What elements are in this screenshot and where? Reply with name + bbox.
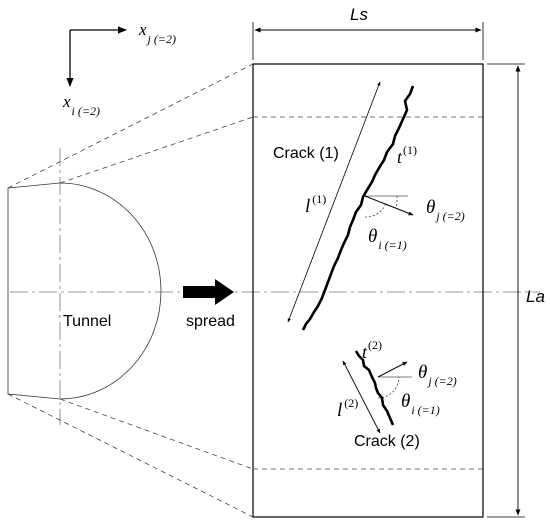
crack-2-thickness-label: t(2): [362, 338, 382, 362]
coordinate-axes: xj (=2) xi (=2): [62, 20, 176, 118]
crack-1-theta-j-label: θj (=2): [426, 197, 465, 223]
crack-2: Crack (2) l(2) t(2) θj (=2) θi (=1): [337, 338, 457, 450]
tunnel-label: Tunnel: [63, 313, 111, 330]
crack-2-angle-arc: [377, 376, 400, 399]
crack-2-label: Crack (2): [354, 433, 420, 450]
height-dimension: La: [487, 63, 545, 518]
crack-1-length-label: l(1): [305, 192, 326, 217]
crack-2-theta-i-label: θi (=1): [401, 391, 440, 417]
tunnel-section: Tunnel: [7, 148, 162, 425]
crack-1-normal-arrow: [364, 195, 414, 216]
crack-2-normal-arrow: [377, 361, 408, 378]
crack-2-theta-j-label: θj (=2): [418, 362, 457, 388]
spread-indicator: spread: [183, 279, 235, 330]
crack-2-length-label: l(2): [337, 396, 358, 421]
la-label: La: [526, 287, 545, 306]
spread-arrow: [183, 279, 234, 305]
crack-1-length-arrow: [287, 81, 381, 323]
crack-zone-boundary: [252, 63, 484, 518]
crack-2-trace: [354, 350, 395, 426]
width-dimension: Ls: [252, 5, 484, 60]
crack-1-angle-arc: [364, 202, 387, 218]
crack-1-angle-arc-2: [395, 195, 398, 208]
tunnel-outline: [7, 182, 162, 400]
crack-2-length-arrow: [342, 360, 381, 434]
x-i-axis-label: xi (=2): [62, 92, 100, 118]
projection-lines: [7, 63, 254, 518]
crack-1-theta-i-label: θi (=1): [368, 226, 407, 252]
crack-1: Crack (1) l(1) t(1) θj (=2) θi (=1): [273, 81, 465, 331]
spread-label: spread: [186, 313, 235, 330]
crack-1-thickness-label: t(1): [397, 143, 417, 167]
x-j-axis-label: xj (=2): [138, 20, 176, 46]
crack-1-label: Crack (1): [273, 145, 339, 162]
ls-label: Ls: [350, 5, 368, 24]
